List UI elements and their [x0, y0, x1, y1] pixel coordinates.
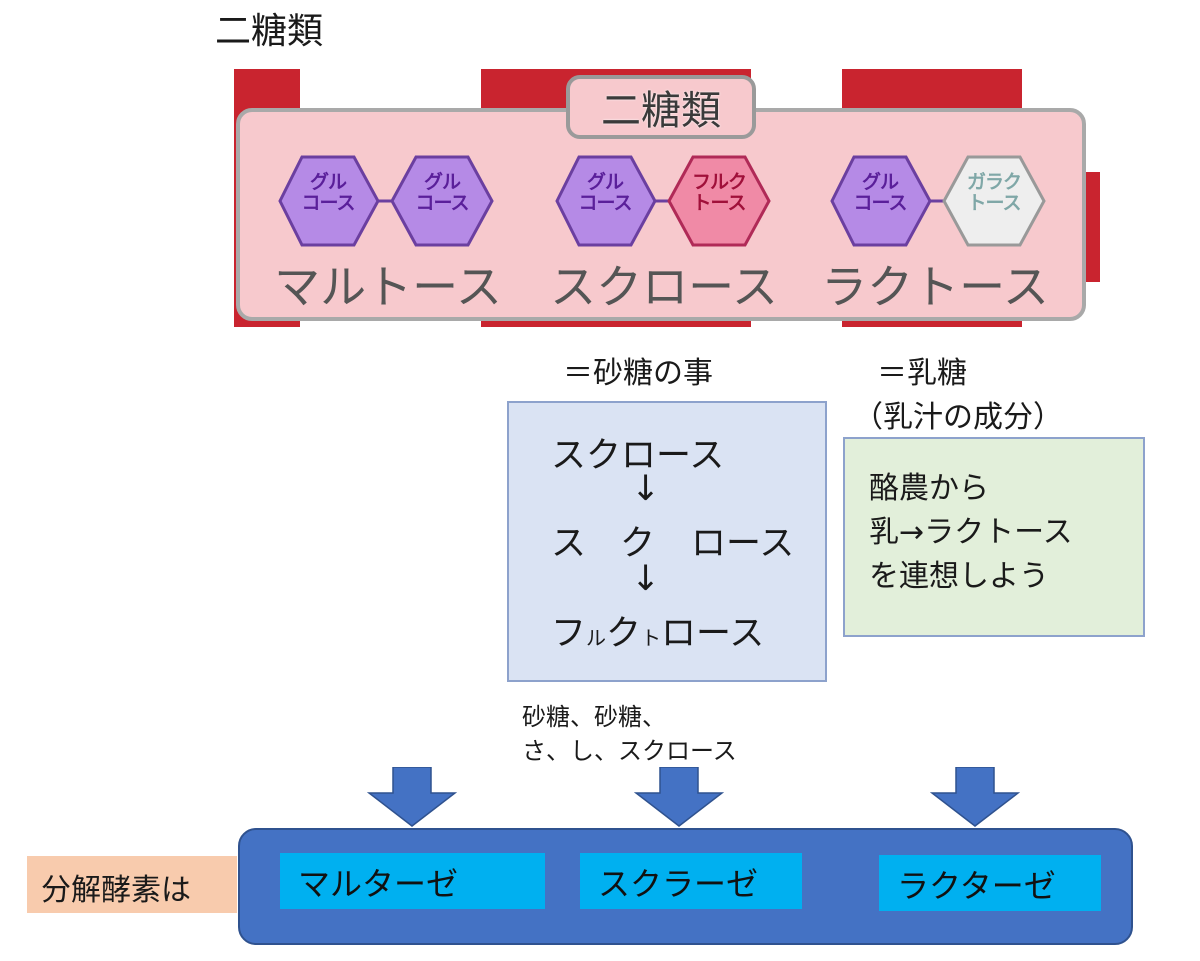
panel-title: 二糖類	[566, 75, 756, 139]
glucose-label: グルコース	[301, 171, 355, 214]
red-band-edge	[1082, 172, 1100, 282]
lactose-hexagons	[830, 155, 1046, 247]
page-title: 二糖類	[215, 11, 324, 52]
enzyme-maltase: マルターゼ	[280, 853, 545, 909]
lactose-note: ＝乳糖	[877, 356, 967, 391]
glucose-hexagon	[555, 155, 657, 247]
down-arrow-icon	[634, 767, 724, 827]
dairy-line-1: 酪農から	[869, 471, 989, 506]
enzyme-label: 分解酵素は	[27, 856, 237, 913]
maltose-hexagons	[278, 155, 494, 247]
lactose-note-detail: （乳汁の成分）	[853, 400, 1063, 435]
mnemonic-line-3: フルクトロース	[551, 614, 765, 654]
enzyme-sucrase: スクラーゼ	[580, 853, 802, 909]
fructose-hexagon	[667, 155, 771, 247]
hint-line-2: さ、し、スクロース	[522, 737, 737, 765]
glucose-label: グルコース	[578, 171, 632, 214]
mnemonic-line-1: スクロース	[551, 436, 725, 476]
glucose-hexagon	[390, 155, 494, 247]
sucrose-molecule: グルコース フルクトース	[555, 155, 775, 247]
lactose-molecule: グルコース ガラクトース	[830, 155, 1050, 247]
down-arrow-icon	[367, 767, 457, 827]
galactose-label: ガラクトース	[966, 171, 1022, 214]
fructose-label: フルクトース	[691, 171, 747, 214]
down-arrow-icon	[930, 767, 1020, 827]
galactose-hexagon	[942, 155, 1046, 247]
lactose-name: ラクトース	[821, 260, 1049, 314]
dairy-line-2: 乳→ラクトース	[869, 515, 1073, 550]
sucrose-hint: 砂糖、砂糖、 さ、し、スクロース	[522, 700, 737, 768]
sucrose-note: ＝砂糖の事	[563, 356, 713, 391]
glucose-hexagon	[830, 155, 932, 247]
hint-line-1: 砂糖、砂糖、	[522, 703, 666, 731]
dairy-line-3: を連想しよう	[869, 559, 1049, 594]
glucose-label: グルコース	[415, 171, 469, 214]
lactose-mnemonic-box: 酪農から 乳→ラクトース を連想しよう	[843, 437, 1145, 637]
sucrose-mnemonic-box: スクロース ↓ スクロース ↓ フルクトロース	[507, 401, 827, 682]
sucrose-hexagons	[555, 155, 771, 247]
down-arrow-icon: ↓	[631, 469, 661, 509]
glucose-label: グルコース	[853, 171, 907, 214]
enzyme-lactase: ラクターゼ	[879, 855, 1101, 911]
mnemonic-line-2: スクロース	[551, 524, 795, 564]
down-arrow-icon: ↓	[631, 559, 661, 599]
glucose-hexagon	[278, 155, 380, 247]
maltose-molecule: グルコース グルコース	[278, 155, 498, 247]
sucrose-name: スクロース	[550, 260, 778, 314]
maltose-name: マルトース	[274, 260, 502, 314]
